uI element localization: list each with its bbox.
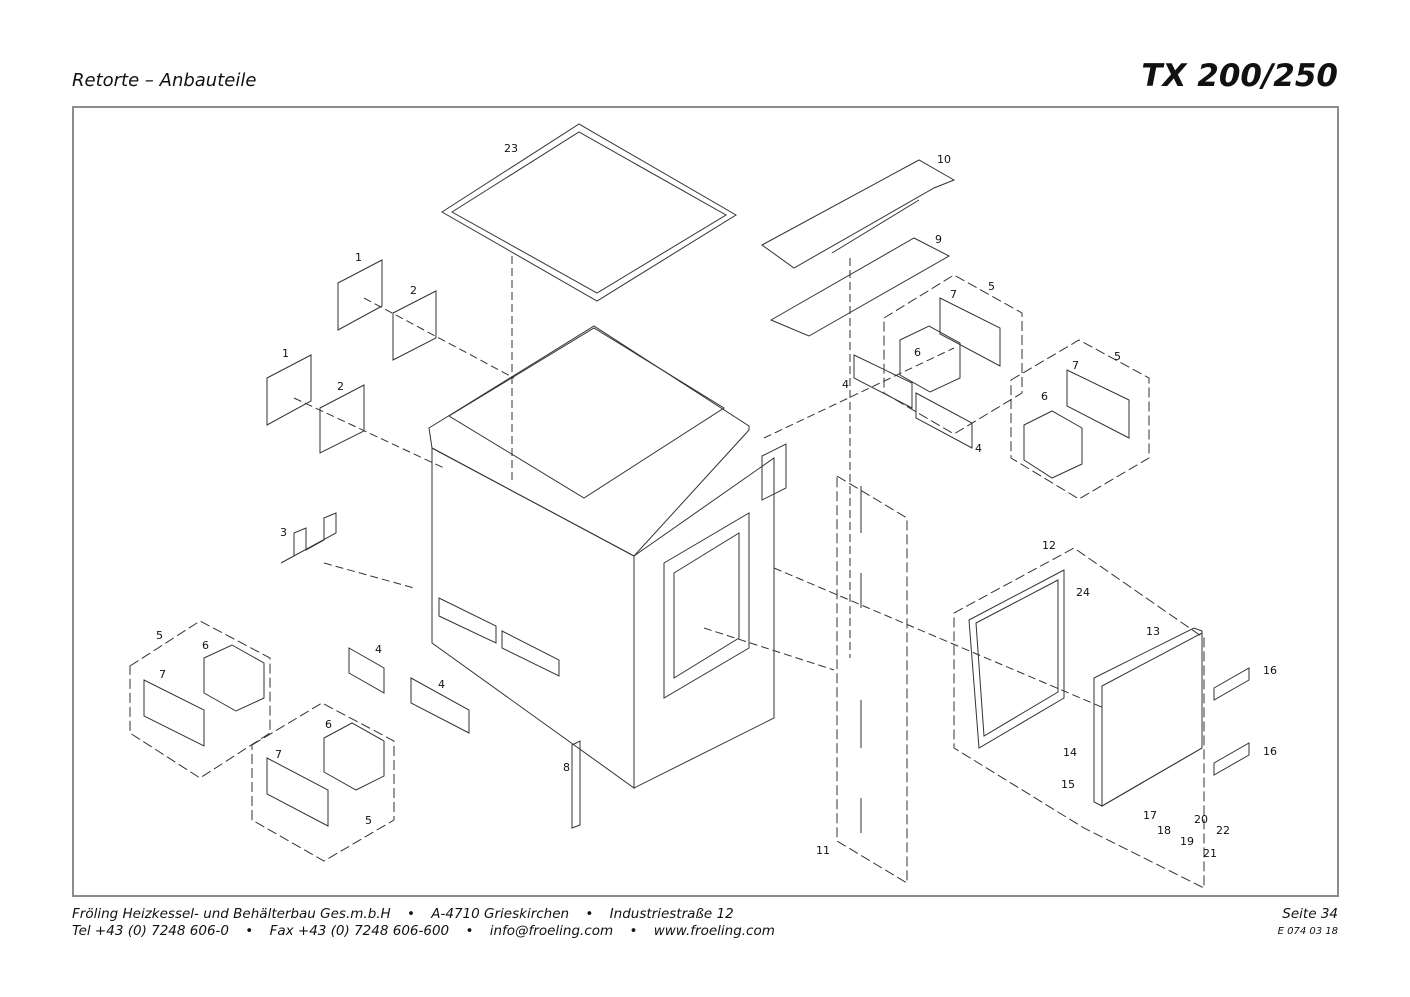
email-link[interactable]: info@froeling.com [489, 923, 614, 939]
label-14: 14 [1063, 746, 1077, 759]
part-3-bracket [280, 512, 337, 564]
label-23: 23 [504, 142, 518, 155]
label-6: 6 [202, 639, 209, 652]
part-12-door-gasket [953, 547, 1205, 889]
label-4: 4 [975, 442, 982, 455]
label-15: 15 [1061, 778, 1075, 791]
label-1: 1 [282, 347, 289, 360]
part-7-plates [143, 297, 1130, 827]
fax: Fax +43 (0) 7248 606-600 [269, 923, 450, 939]
label-4: 4 [438, 678, 445, 691]
company-street: Industriestraße 12 [609, 906, 734, 922]
label-5: 5 [365, 814, 372, 827]
label-24: 24 [1076, 586, 1090, 599]
label-16: 16 [1263, 664, 1277, 677]
label-19: 19 [1180, 835, 1194, 848]
part-1-plates [266, 259, 383, 426]
label-18: 18 [1157, 824, 1171, 837]
label-4: 4 [375, 643, 382, 656]
label-2: 2 [410, 284, 417, 297]
label-7: 7 [950, 288, 957, 301]
company-address-line: Fröling Heizkessel- und Behälterbau Ges.… [72, 906, 734, 922]
label-22: 22 [1216, 824, 1230, 837]
exploded-view-drawing: 1 2 1 2 3 4 4 4 4 5 5 5 5 6 6 6 6 7 7 7 … [72, 106, 1339, 897]
label-1: 1 [355, 251, 362, 264]
page-title: Retorte – Anbauteile [72, 70, 257, 91]
label-4: 4 [842, 378, 849, 391]
part-labels: 1 2 1 2 3 4 4 4 4 5 5 5 5 6 6 6 6 7 7 7 … [156, 142, 1277, 860]
part-11-bolts [836, 475, 908, 884]
website-link[interactable]: www.froeling.com [653, 923, 775, 939]
part-16-hinges [1213, 667, 1250, 776]
label-3: 3 [280, 526, 287, 539]
contact-line: Tel +43 (0) 7248 606-0 • Fax +43 (0) 724… [72, 923, 775, 939]
part-9-insulation [769, 237, 951, 337]
company-name: Fröling Heizkessel- und Behälterbau Ges.… [72, 906, 391, 922]
label-5: 5 [988, 280, 995, 293]
label-16: 16 [1263, 745, 1277, 758]
label-17: 17 [1143, 809, 1157, 822]
boiler-body [428, 325, 787, 789]
label-20: 20 [1194, 813, 1208, 826]
label-2: 2 [337, 380, 344, 393]
company-city: A-4710 Grieskirchen [431, 906, 570, 922]
footer: Fröling Heizkessel- und Behälterbau Ges.… [72, 906, 1338, 940]
label-21: 21 [1203, 847, 1217, 860]
label-11: 11 [816, 844, 830, 857]
label-10: 10 [937, 153, 951, 166]
part-23-gasket [441, 123, 737, 302]
part-4-gaskets [348, 354, 973, 734]
part-5-insulation-set [129, 274, 1150, 862]
label-8: 8 [563, 761, 570, 774]
part-10-cover [761, 159, 956, 269]
label-7: 7 [159, 668, 166, 681]
label-6: 6 [1041, 390, 1048, 403]
label-6: 6 [325, 718, 332, 731]
label-13: 13 [1146, 625, 1160, 638]
part-8-rod [571, 740, 581, 829]
part-13-door [1093, 627, 1203, 807]
label-5: 5 [1114, 350, 1121, 363]
phone: Tel +43 (0) 7248 606-0 [72, 923, 229, 939]
label-7: 7 [1072, 359, 1079, 372]
document-number: E 074 03 18 [1277, 926, 1338, 937]
part-2-plates [319, 290, 437, 454]
label-5: 5 [156, 629, 163, 642]
label-12: 12 [1042, 539, 1056, 552]
label-6: 6 [914, 346, 921, 359]
model-title: TX 200/250 [1141, 58, 1338, 94]
page-number: Seite 34 [1282, 906, 1338, 922]
exploded-view-svg: 1 2 1 2 3 4 4 4 4 5 5 5 5 6 6 6 6 7 7 7 … [129, 123, 1277, 889]
part-6-blocks [203, 325, 1083, 791]
label-9: 9 [935, 233, 942, 246]
label-7: 7 [275, 748, 282, 761]
